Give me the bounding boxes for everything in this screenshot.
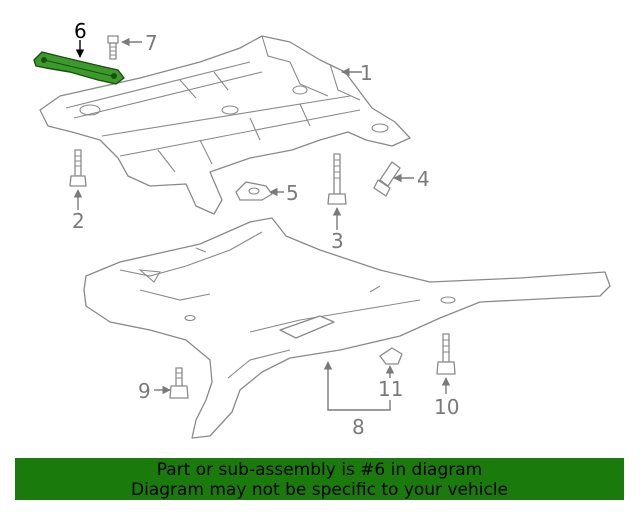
- callout-4: 4: [417, 167, 430, 191]
- bolt-10-part: [436, 333, 456, 375]
- callout-5: 5: [286, 181, 299, 205]
- callout-10: 10: [434, 395, 459, 419]
- parts-diagram: 6 7 1 2 3 4 5 9 10 11 8: [33, 19, 611, 439]
- banner-line-2: Diagram may not be specific to your vehi…: [130, 480, 508, 500]
- subframe-part: [39, 35, 411, 215]
- clip-11-part: [379, 347, 403, 365]
- callout-6: 6: [74, 19, 87, 43]
- bracket-5-part: [235, 181, 273, 201]
- callout-9: 9: [138, 379, 151, 403]
- bolt-7-part: [107, 35, 119, 60]
- bolt-4-part: [373, 161, 401, 197]
- callout-1: 1: [360, 61, 373, 85]
- bolt-2-part: [69, 149, 87, 187]
- callout-3: 3: [331, 229, 344, 253]
- bolt-9-part: [169, 367, 189, 399]
- brace-bar-part: [33, 51, 125, 85]
- banner-line-1: Part or sub-assembly is #6 in diagram: [156, 460, 483, 480]
- callout-2: 2: [72, 209, 85, 233]
- part-info-banner: Part or sub-assembly is #6 in diagram Di…: [15, 458, 624, 500]
- underbody-shield-part: [83, 217, 611, 439]
- bolt-3-part: [327, 153, 347, 205]
- callout-11: 11: [378, 377, 403, 401]
- callout-8: 8: [352, 415, 365, 439]
- leader-lines: [73, 37, 451, 411]
- callout-7: 7: [145, 31, 158, 55]
